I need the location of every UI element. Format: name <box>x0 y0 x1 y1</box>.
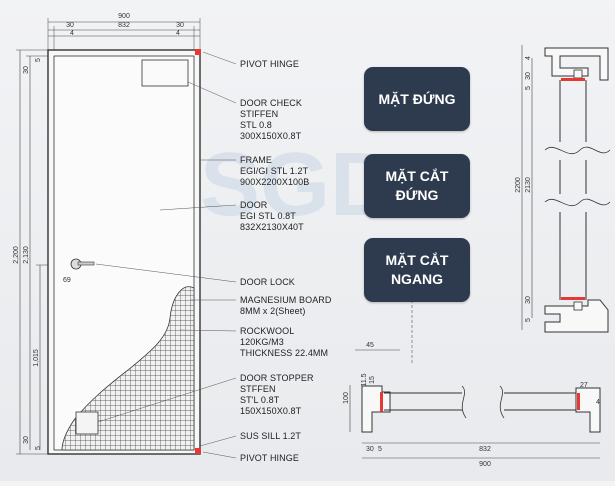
dim-gap-left: 4 <box>70 30 74 37</box>
hs-bottom-5: 5 <box>378 446 382 453</box>
badge-vertical-section: MẶT CẮT ĐỨNG <box>364 154 470 218</box>
badge-vertical-section-line-1: MẶT CẮT <box>385 168 449 184</box>
watermark-text: SGD <box>200 135 395 235</box>
door-check-plate <box>141 59 189 87</box>
vs-dim-top-30: 30 <box>525 72 532 80</box>
front-view: 900 832 30 30 4 4 2,200 2,130 1,015 30 5… <box>13 13 201 455</box>
hs-dim-27: 27 <box>580 382 588 389</box>
dim-bottom-gap: 5 <box>35 446 42 450</box>
pivot-hinge-bottom-marker <box>195 448 201 454</box>
hs-dim-11-5: 11.5 <box>361 373 368 386</box>
hs-right-jamb <box>575 387 601 433</box>
hs-dim-4: 4 <box>596 399 600 406</box>
dim-lock-offset: 69 <box>63 277 71 284</box>
dim-frame-right: 30 <box>176 22 184 29</box>
horizontal-section: 45 100 11.5 15 27 4 30 5 832 900 <box>343 300 601 468</box>
dim-frame-left: 30 <box>66 22 74 29</box>
hs-right-seal <box>577 393 580 410</box>
dim-bottom-frame: 30 <box>23 436 30 444</box>
badge-horizontal-section-line-2: NGANG <box>390 271 444 287</box>
hs-left-seal <box>380 392 383 412</box>
callout-leaders <box>95 51 237 459</box>
hs-break-line-right <box>499 385 505 419</box>
vs-top-seal <box>561 78 585 81</box>
hs-dim-15: 15 <box>369 376 376 384</box>
badge-elevation: MẶT ĐỨNG <box>364 67 470 131</box>
dim-door-height: 2,130 <box>23 246 30 264</box>
badge-horizontal-section: MẶT CẮT NGANG <box>364 238 470 302</box>
vs-dim-top-5: 5 <box>525 86 532 90</box>
callout-sus-sill: SUS SILL 1.2T <box>240 431 301 441</box>
hs-break-line-left <box>461 385 467 419</box>
vs-break-line-bottom <box>544 198 611 207</box>
badge-horizontal-section-line-1: MẶT CẮT <box>385 252 449 268</box>
vs-dim-bottom-30: 30 <box>525 296 532 304</box>
callout-door: DOOR EGI STL 0.8T 832X2130X40T <box>240 200 304 232</box>
callout-rockwool: ROCKWOOL 120KG/M3 THICKNESS 22.4MM <box>240 326 328 358</box>
vs-dim-bottom-5: 5 <box>525 318 532 322</box>
door-stopper-plate <box>75 411 99 435</box>
hs-dim-45: 45 <box>366 342 374 349</box>
callout-door-check: DOOR CHECK STIFFEN STL 0.8 300X150X0.8T <box>240 98 305 141</box>
vertical-section: 2200 2130 4 30 5 30 5 <box>515 45 611 333</box>
hs-dim-100: 100 <box>343 392 350 404</box>
vs-break-line-top <box>544 146 611 155</box>
callout-magnesium-board: MAGNESIUM BOARD 8MM x 2(Sheet) <box>240 295 334 316</box>
door-handle-icon <box>77 261 95 266</box>
callout-door-stopper: DOOR STOPPER STFFEN ST'L 0.8T 150X150X0.… <box>240 373 316 416</box>
vs-bottom-seal <box>561 297 585 300</box>
dim-top-gap: 5 <box>35 58 42 62</box>
callout-door-lock: DOOR LOCK <box>240 277 295 287</box>
dim-gap-right: 4 <box>176 30 180 37</box>
callout-pivot-hinge-bottom: PIVOT HINGE <box>240 453 299 463</box>
vs-dim-top-4: 4 <box>525 56 532 60</box>
vs-bottom-hinge <box>573 301 583 311</box>
vs-dim-2200: 2200 <box>515 177 522 193</box>
hs-bottom-900: 900 <box>479 461 491 468</box>
badge-elevation-line-1: MẶT ĐỨNG <box>378 90 456 107</box>
vs-top-frame-profile <box>544 47 609 81</box>
badge-vertical-section-line-2: ĐỨNG <box>395 187 439 203</box>
magnesium-rockwool-core <box>61 286 195 451</box>
hs-bottom-832: 832 <box>479 446 491 453</box>
dim-overall-width: 900 <box>118 13 130 20</box>
hs-bottom-30: 30 <box>366 446 374 453</box>
dim-top-frame: 30 <box>23 66 30 74</box>
vs-dim-2130: 2130 <box>525 177 532 193</box>
callout-pivot-hinge-top: PIVOT HINGE <box>240 59 299 69</box>
dim-overall-height: 2,200 <box>13 246 20 264</box>
callout-frame: FRAME EGI/GI STL 1.2T 900X2200X100B <box>240 155 311 187</box>
pivot-hinge-top-marker <box>195 49 201 55</box>
callout-text: PIVOT HINGE DOOR CHECK STIFFEN STL 0.8 3… <box>240 59 334 463</box>
vs-top-hinge <box>573 69 583 79</box>
dim-inner-width: 832 <box>118 22 130 29</box>
vs-sill-profile <box>544 299 609 333</box>
dim-lock-height: 1,015 <box>33 349 40 367</box>
